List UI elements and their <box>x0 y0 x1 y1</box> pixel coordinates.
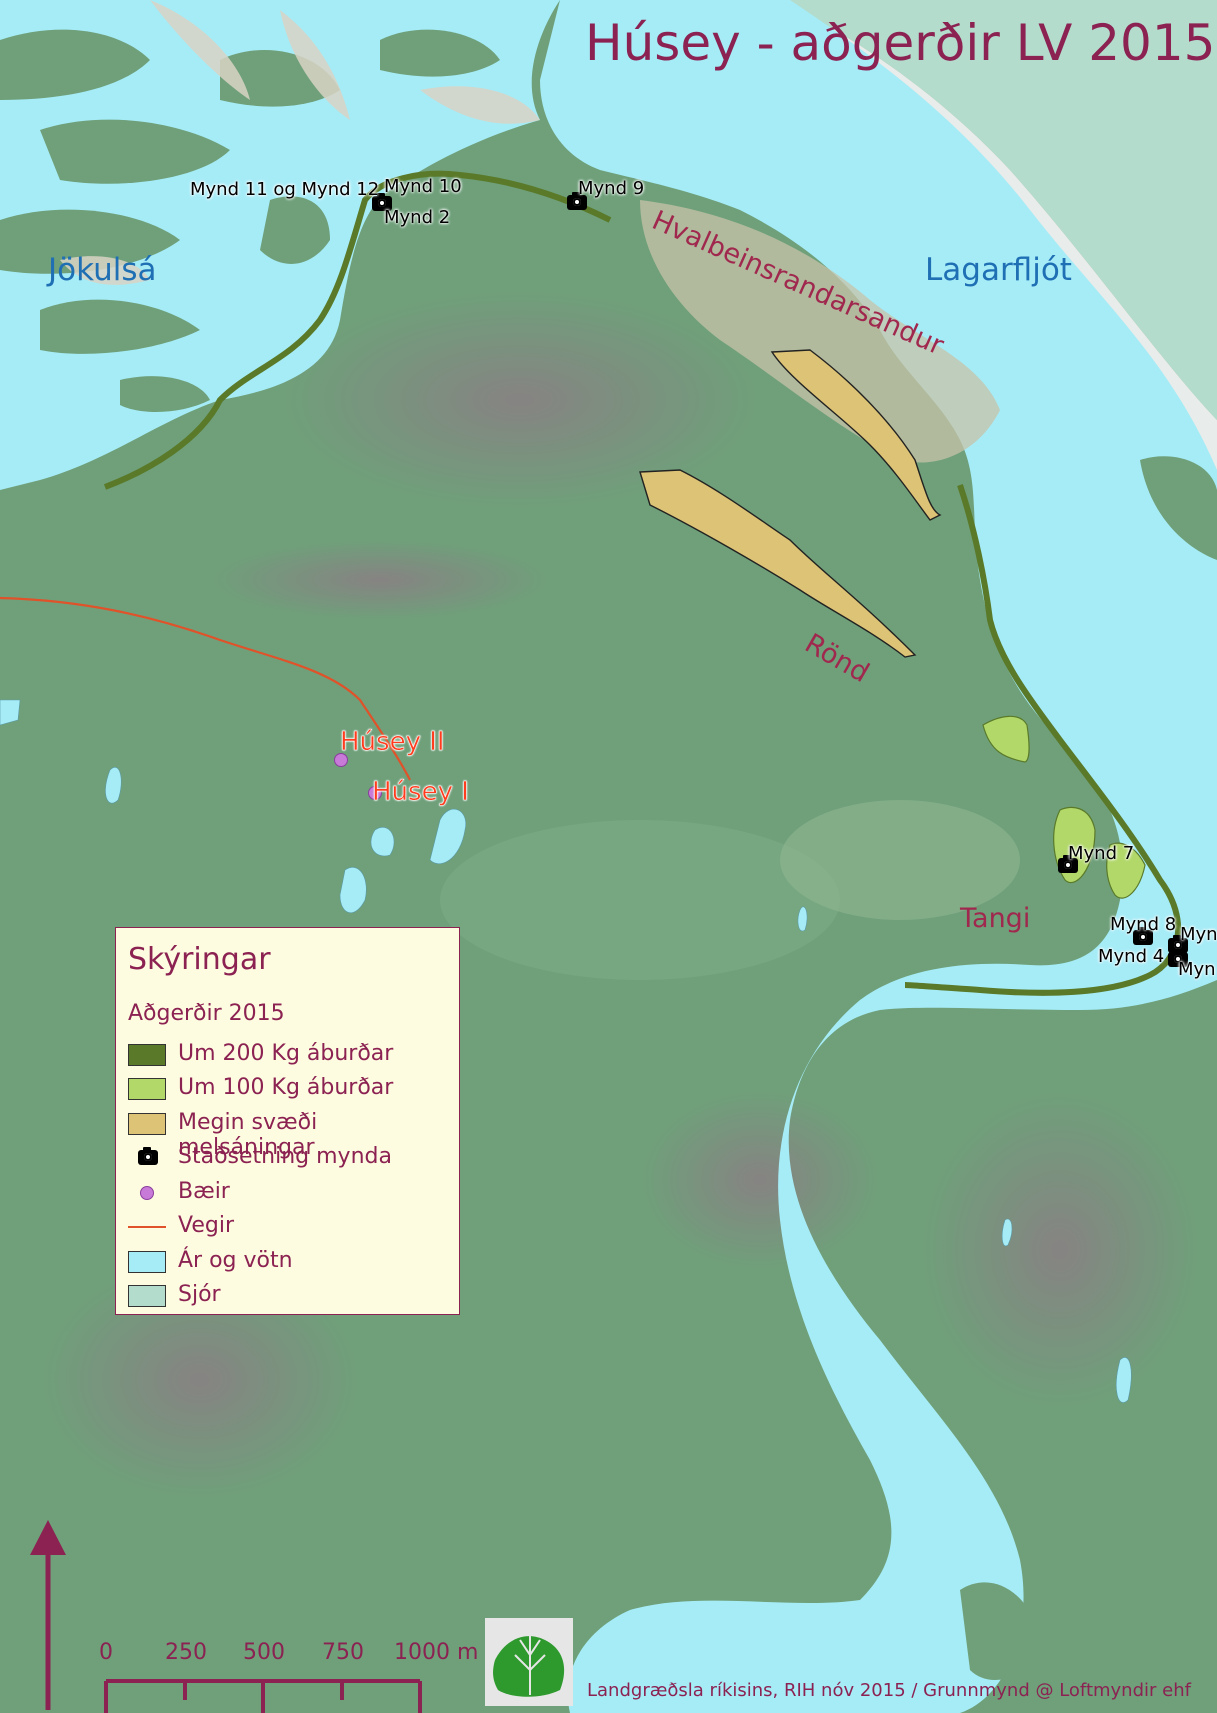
fertilizer-200-line-east <box>904 484 1182 996</box>
legend-item-label: Staðsetning mynda <box>178 1144 392 1169</box>
legend-item-label: Ár og vötn <box>178 1248 293 1273</box>
jokulsa-label: Jökulsá <box>48 252 157 288</box>
hvalbeinsrandarsandur-area <box>640 200 1000 463</box>
road-line-icon <box>128 1226 166 1228</box>
farm-dot-icon <box>140 1186 154 1200</box>
legend-item-label: Um 100 Kg áburðar <box>178 1075 394 1100</box>
photo-label-mynd10: Mynd 10 <box>384 176 462 197</box>
map-credit: Landgræðsla ríkisins, RIH nóv 2015 / Gru… <box>587 1680 1191 1701</box>
scale-tick-label: 1000 m <box>394 1640 479 1665</box>
fertilizer-200-line-north <box>103 170 612 490</box>
scale-tick-label: 750 <box>322 1640 364 1665</box>
camera-icon[interactable] <box>1168 949 1188 967</box>
photo-label-myn-bottom: Myn <box>1178 959 1216 980</box>
legend-item: Vegir <box>116 1213 459 1243</box>
legend-item-label: Um 200 Kg áburðar <box>178 1041 394 1066</box>
farm-dot-husey2[interactable] <box>334 753 348 767</box>
legend-panel: Skýringar Aðgerðir 2015 Um 200 Kg áburða… <box>115 927 460 1315</box>
photo-label-mynd4: Mynd 4 <box>1098 946 1165 967</box>
legend-swatch <box>128 1044 166 1066</box>
jokulsa-sandbars <box>60 0 540 285</box>
legend-item: Um 100 Kg áburðar <box>116 1075 459 1105</box>
photo-label-mynd9: Mynd 9 <box>578 178 645 199</box>
camera-icon[interactable] <box>567 192 587 210</box>
scale-tick-label: 500 <box>243 1640 285 1665</box>
legend-swatch <box>128 1113 166 1135</box>
heath-patch <box>920 1090 1200 1410</box>
husey2-label: Húsey II <box>340 727 445 757</box>
fertilizer-100-areas <box>982 715 1146 899</box>
heath-patch <box>640 1090 880 1270</box>
lakes <box>0 699 1132 1403</box>
legend-item: Staðsetning mynda <box>116 1144 459 1174</box>
legend-item-label: Bæir <box>178 1179 230 1204</box>
map-title: Húsey - aðgerðir LV 2015 <box>585 14 1216 72</box>
photo-label-mynd2: Mynd 2 <box>384 207 451 228</box>
photo-label-mynd7: Mynd 7 <box>1068 843 1135 864</box>
photo-label-mynd11-12: Mynd 11 og Mynd 12 <box>190 179 380 200</box>
camera-icon <box>138 1147 158 1165</box>
legend-swatch <box>128 1251 166 1273</box>
scale-tick-label: 0 <box>99 1640 113 1665</box>
legend-swatch <box>128 1078 166 1100</box>
photo-label-mynd8: Mynd 8 <box>1110 914 1177 935</box>
field-patch <box>440 820 840 980</box>
photo-label-myn-top: Myn <box>1180 924 1217 945</box>
legend-item-label: Vegir <box>178 1213 234 1238</box>
heath-patch <box>40 1260 360 1500</box>
legend-item-label: Megin svæði melsáningar <box>178 1110 318 1160</box>
camera-icon[interactable] <box>372 193 392 211</box>
tangi-label: Tangi <box>960 903 1031 934</box>
legend-item: Sjór <box>116 1282 459 1312</box>
heath-patch <box>280 290 760 510</box>
landgraedsla-logo-icon <box>485 1618 573 1706</box>
legend-item: Um 200 Kg áburðar <box>116 1041 459 1071</box>
camera-icon[interactable] <box>1133 927 1153 945</box>
lagarfljot-label: Lagarfljót <box>925 252 1072 288</box>
legend-item: Ár og vötn <box>116 1248 459 1278</box>
heath-patch <box>210 540 550 620</box>
north-arrow-icon <box>30 1520 66 1710</box>
scale-tick-label: 250 <box>165 1640 207 1665</box>
legend-subtitle: Aðgerðir 2015 <box>128 1001 285 1026</box>
legend-item-label: Sjór <box>178 1282 221 1307</box>
scale-bar <box>104 1679 422 1713</box>
lagarfljot-river <box>540 0 1217 1713</box>
seeding-areas <box>639 349 942 658</box>
legend-item: Megin svæði melsáningar <box>116 1110 459 1160</box>
husey1-label: Húsey I <box>372 777 469 807</box>
legend-swatch <box>128 1285 166 1307</box>
camera-icon[interactable] <box>1058 855 1078 873</box>
road-line <box>0 596 411 781</box>
legend-item: Bæir <box>116 1179 459 1209</box>
river-islands <box>960 456 1217 1680</box>
field-patch <box>780 800 1020 920</box>
legend-title: Skýringar <box>128 942 271 977</box>
farm-dot-husey1[interactable] <box>368 786 382 800</box>
sea-area <box>780 0 1217 420</box>
jokulsa-islands <box>0 29 500 412</box>
